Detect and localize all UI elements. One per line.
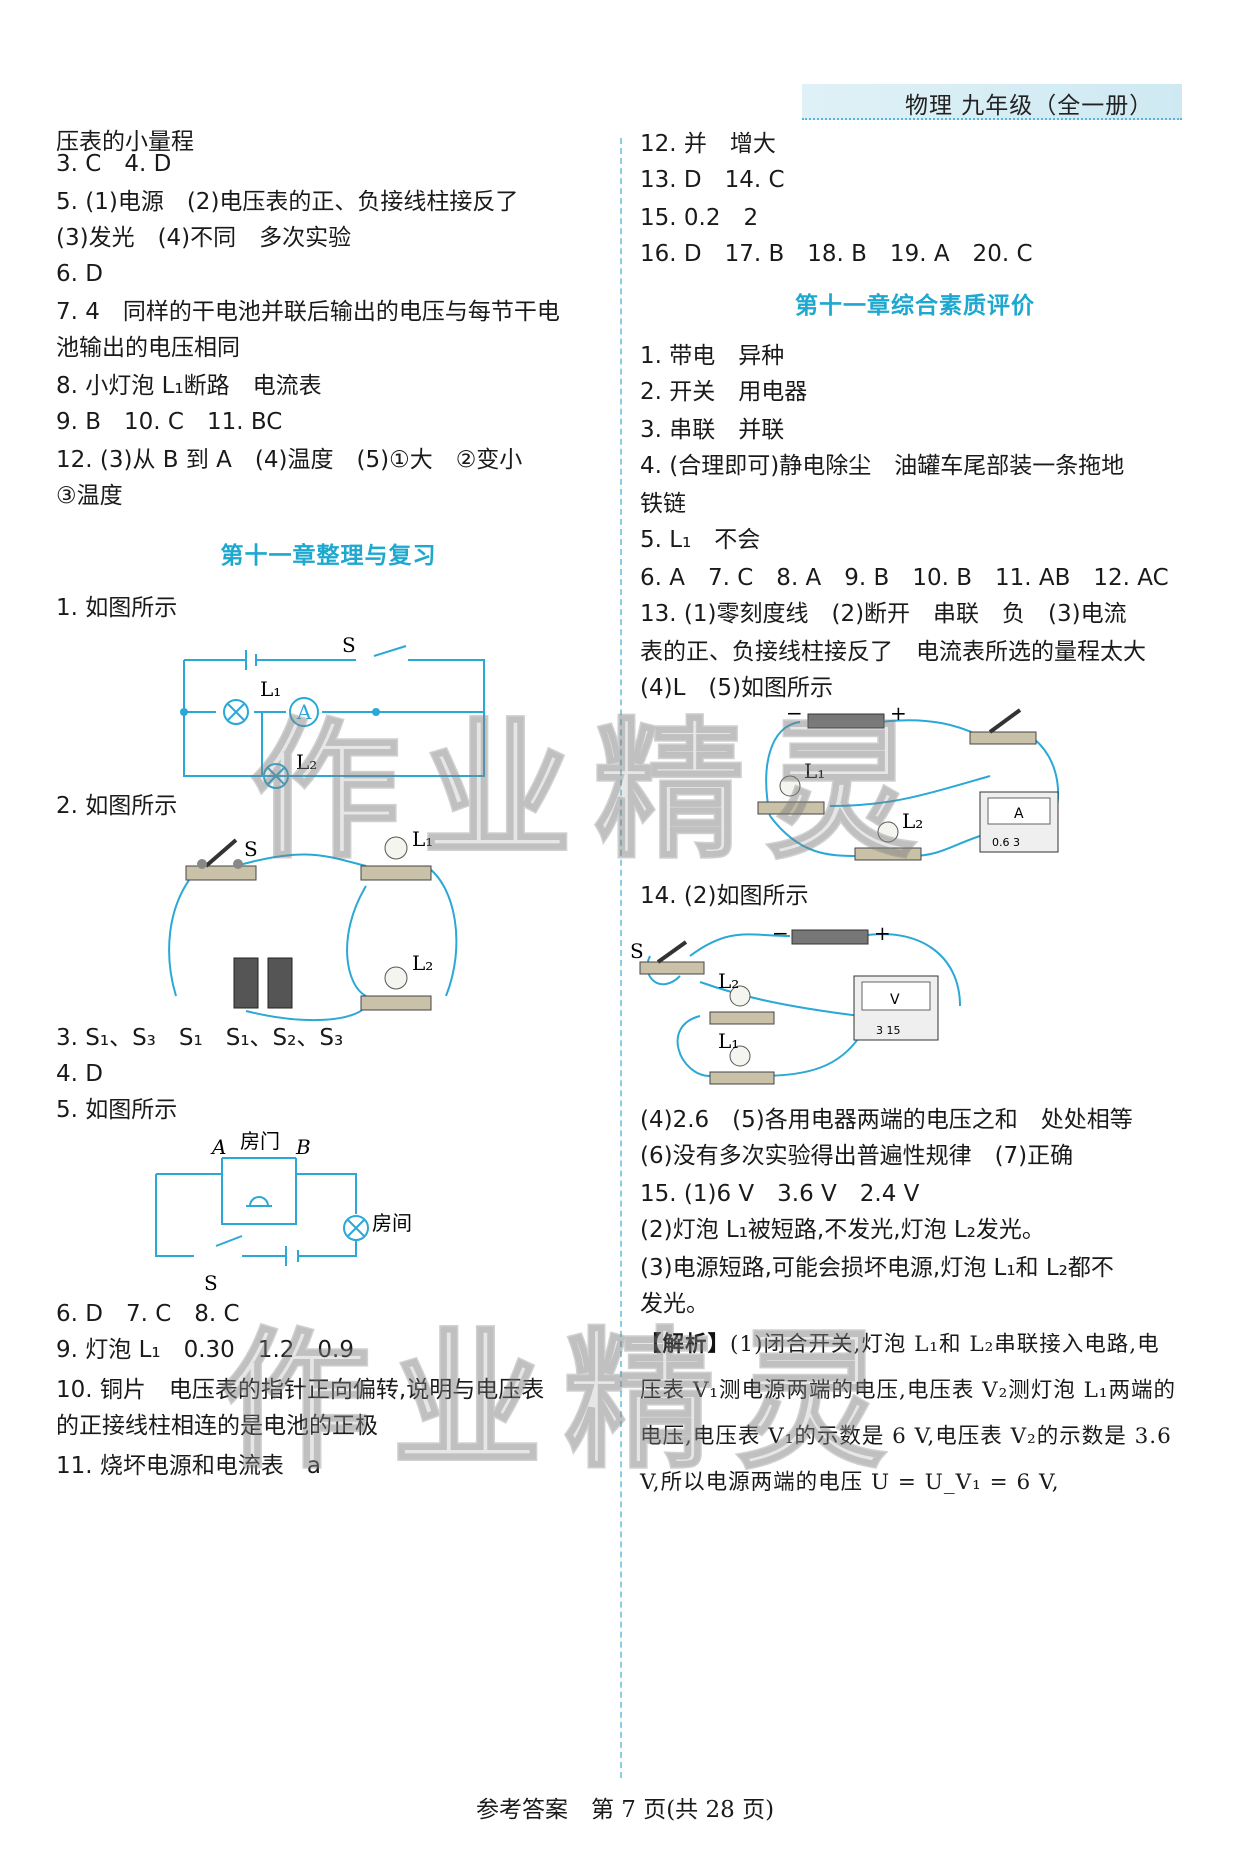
ammeter-label: A — [1014, 806, 1024, 822]
circuit-picture-14: − + S L₁ L₂ V 3 15 — [630, 921, 961, 1085]
bulb-icon — [709, 985, 775, 1025]
answer-line: (6)没有多次实验得出普遍性规律 (7)正确 — [640, 1143, 1074, 1169]
watermark: 作业精灵 — [248, 704, 939, 881]
label-L1: L₁ — [804, 759, 825, 783]
answer-line: 1. 带电 异种 — [640, 343, 785, 369]
answer-line: 发光。 — [640, 1291, 709, 1317]
answer-line: 13. (1)零刻度线 (2)断开 串联 负 (3)电流 — [640, 601, 1127, 627]
label-S: S — [244, 837, 258, 861]
label-L2: L₂ — [296, 750, 317, 774]
label-L1: L₁ — [260, 677, 281, 701]
voltmeter-label: V — [890, 992, 900, 1008]
answer-line: 3. 串联 并联 — [640, 417, 785, 443]
answer-line: (4)2.6 (5)各用电器两端的电压之和 处处相等 — [640, 1107, 1133, 1133]
label-S: S — [630, 939, 644, 963]
voltmeter-scale: 3 15 — [876, 1024, 901, 1037]
label-minus: − — [786, 706, 803, 725]
voltmeter-icon — [853, 975, 939, 1041]
answer-line: 16. D 17. B 18. B 19. A 20. C — [640, 241, 1033, 267]
answer-line: 表的正、负接线柱接反了 电流表所选的量程太大 — [640, 639, 1146, 665]
answer-line: (4)L (5)如图所示 — [640, 675, 833, 701]
page-footer: 参考答案 第 7 页(共 28 页) — [475, 1797, 775, 1823]
label-L2: L₂ — [718, 969, 739, 993]
watermark: 作业精灵 — [218, 1314, 909, 1491]
answer-line: 2. 开关 用电器 — [640, 379, 808, 405]
label-B: B — [295, 1135, 311, 1159]
answer-line: 7. 4 同样的干电池并联后输出的电压与每节干电 — [56, 299, 560, 325]
switch-icon — [185, 838, 257, 881]
answer-line: 8. 小灯泡 L₁断路 电流表 — [56, 373, 322, 399]
battery-icon — [233, 957, 293, 1009]
section-title: 第十一章整理与复习 — [220, 543, 437, 569]
ammeter-scale: 0.6 3 — [992, 836, 1020, 849]
answer-line: (3)电源短路,可能会损坏电源,灯泡 L₁和 L₂都不 — [640, 1255, 1114, 1281]
answer-line: 12. 并 增大 — [640, 131, 776, 157]
header-bar — [802, 84, 1182, 120]
analysis-paragraph: 【解析】(1)闭合开关,灯泡 L₁和 L₂串联接入电路,电压表 V₁测电源两端的… — [640, 1322, 1180, 1506]
question-10-cont: 的正接线柱相连的是电池的正极 — [56, 1413, 378, 1439]
bulb-icon — [854, 821, 922, 861]
answer-line: 4. (合理即可)静电除尘 油罐车尾部装一条拖地 — [640, 453, 1125, 479]
answer-line: ③温度 — [56, 483, 123, 509]
label-L1: L₁ — [718, 1029, 739, 1053]
header-title: 物理 九年级（全一册） — [905, 93, 1154, 119]
question-6: 6. D 7. C 8. C — [56, 1301, 240, 1327]
answer-line: 15. 0.2 2 — [640, 205, 759, 231]
label-L1: L₁ — [412, 827, 433, 851]
label-S: S — [342, 633, 356, 657]
answer-line: 9. B 10. C 11. BC — [56, 409, 283, 435]
answer-line: 铁链 — [640, 491, 686, 517]
ammeter-symbol: A — [296, 700, 312, 724]
analysis-tag: 【解析】 — [640, 1332, 731, 1357]
answer-line: 13. D 14. C — [640, 167, 785, 193]
question-1: 1. 如图所示 — [56, 595, 178, 621]
answer-line: 15. (1)6 V 3.6 V 2.4 V — [640, 1181, 920, 1207]
column-divider — [620, 138, 622, 1778]
answer-line: 压表的小量程 — [56, 129, 194, 155]
circuit-diagram-1: S L₁ L₂ A — [180, 633, 485, 789]
answer-line: 5. L₁ 不会 — [640, 527, 761, 553]
question-11: 11. 烧坏电源和电流表 a — [56, 1453, 321, 1479]
label-door: 房门 — [240, 1129, 280, 1153]
bulb-icon — [360, 966, 432, 1011]
answer-line: 6. D — [56, 261, 103, 287]
bulb-icon — [360, 836, 432, 881]
switch-icon — [969, 708, 1037, 745]
label-room: 房间 — [372, 1211, 412, 1235]
battery-box-icon — [791, 929, 869, 945]
label-plus: + — [890, 706, 907, 725]
question-5: 5. 如图所示 — [56, 1097, 178, 1123]
question-3: 3. S₁、S₃ S₁ S₁、S₂、S₃ — [56, 1025, 344, 1051]
answer-line: 池输出的电压相同 — [56, 335, 240, 361]
bulb-icon — [709, 1045, 775, 1085]
analysis-text: (1)闭合开关,灯泡 L₁和 L₂串联接入电路,电压表 V₁测电源两端的电压,电… — [640, 1332, 1177, 1495]
question-4: 4. D — [56, 1061, 103, 1087]
battery-box-icon — [807, 713, 885, 729]
question-14: 14. (2)如图所示 — [640, 883, 809, 909]
label-L2: L₂ — [902, 809, 923, 833]
circuit-diagram-5: A 房门 B 房间 S — [155, 1129, 412, 1295]
label-L2: L₂ — [412, 951, 433, 975]
label-plus: + — [874, 921, 891, 945]
ammeter-icon — [979, 791, 1059, 853]
question-9: 9. 灯泡 L₁ 0.30 1.2 0.9 — [56, 1337, 354, 1363]
section-title: 第十一章综合素质评价 — [795, 293, 1035, 319]
answer-line: (3)发光 (4)不同 多次实验 — [56, 225, 352, 251]
question-2: 2. 如图所示 — [56, 793, 178, 819]
label-minus: − — [772, 921, 789, 945]
answer-line: (2)灯泡 L₁被短路,不发光,灯泡 L₂发光。 — [640, 1217, 1045, 1243]
answer-line: 3. C 4. D — [56, 151, 172, 177]
answer-line: 5. (1)电源 (2)电压表的正、负接线柱接反了 — [56, 189, 519, 215]
circuit-picture-13: − + L₁ L₂ A 0.6 3 — [757, 706, 1060, 861]
circuit-picture-2: S L₁ L₂ — [168, 827, 458, 1022]
answer-line: 6. A 7. C 8. A 9. B 10. B 11. AB 12. AC — [640, 565, 1169, 591]
label-A: A — [210, 1135, 226, 1159]
label-S: S — [204, 1271, 218, 1295]
answer-line: 12. (3)从 B 到 A (4)温度 (5)①大 ②变小 — [56, 447, 523, 473]
switch-icon — [639, 940, 705, 975]
question-10: 10. 铜片 电压表的指针正向偏转,说明与电压表 — [56, 1377, 545, 1403]
bulb-icon — [757, 775, 825, 815]
